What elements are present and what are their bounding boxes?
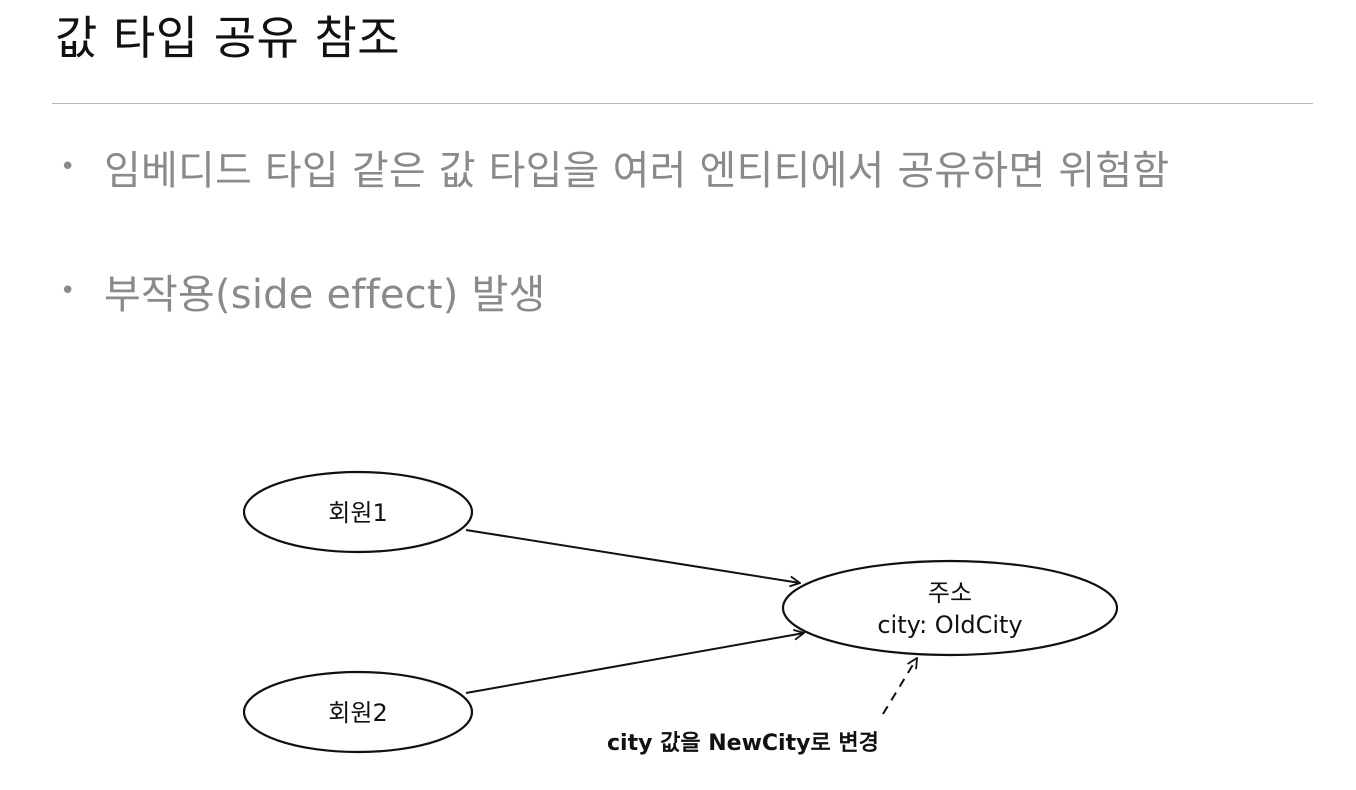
slide-title: 값 타입 공유 참조	[55, 11, 401, 65]
member2-ellipse	[242, 670, 474, 754]
change-city-annotation: city 값을 NewCity로 변경	[607, 731, 879, 756]
bullet-text: 임베디드 타입 같은 값 타입을 여러 엔티티에서 공유하면 위험함	[104, 148, 1170, 194]
bullet-text: 부작용(side effect) 발생	[104, 272, 546, 318]
address-title: 주소	[928, 579, 972, 607]
bullet-item: • 임베디드 타입 같은 값 타입을 여러 엔티티에서 공유하면 위험함	[60, 138, 1169, 196]
change-city-dashed-arrow	[882, 658, 917, 715]
member1-node: 회원1	[242, 470, 474, 554]
member2-label: 회원2	[328, 699, 387, 727]
address-node: 주소 city: OldCity	[781, 559, 1119, 657]
member2-to-address-arrow	[465, 633, 804, 694]
member1-to-address-arrow	[465, 529, 800, 583]
member1-ellipse	[242, 470, 474, 554]
bullet-item: • 부작용(side effect) 발생	[60, 262, 545, 320]
address-city-value: city: OldCity	[877, 611, 1022, 639]
member1-label: 회원1	[328, 499, 387, 527]
bullet-dot-icon: •	[60, 152, 76, 182]
member2-node: 회원2	[242, 670, 474, 754]
title-divider	[52, 103, 1313, 104]
address-ellipse	[781, 559, 1119, 657]
bullet-dot-icon: •	[60, 276, 76, 306]
